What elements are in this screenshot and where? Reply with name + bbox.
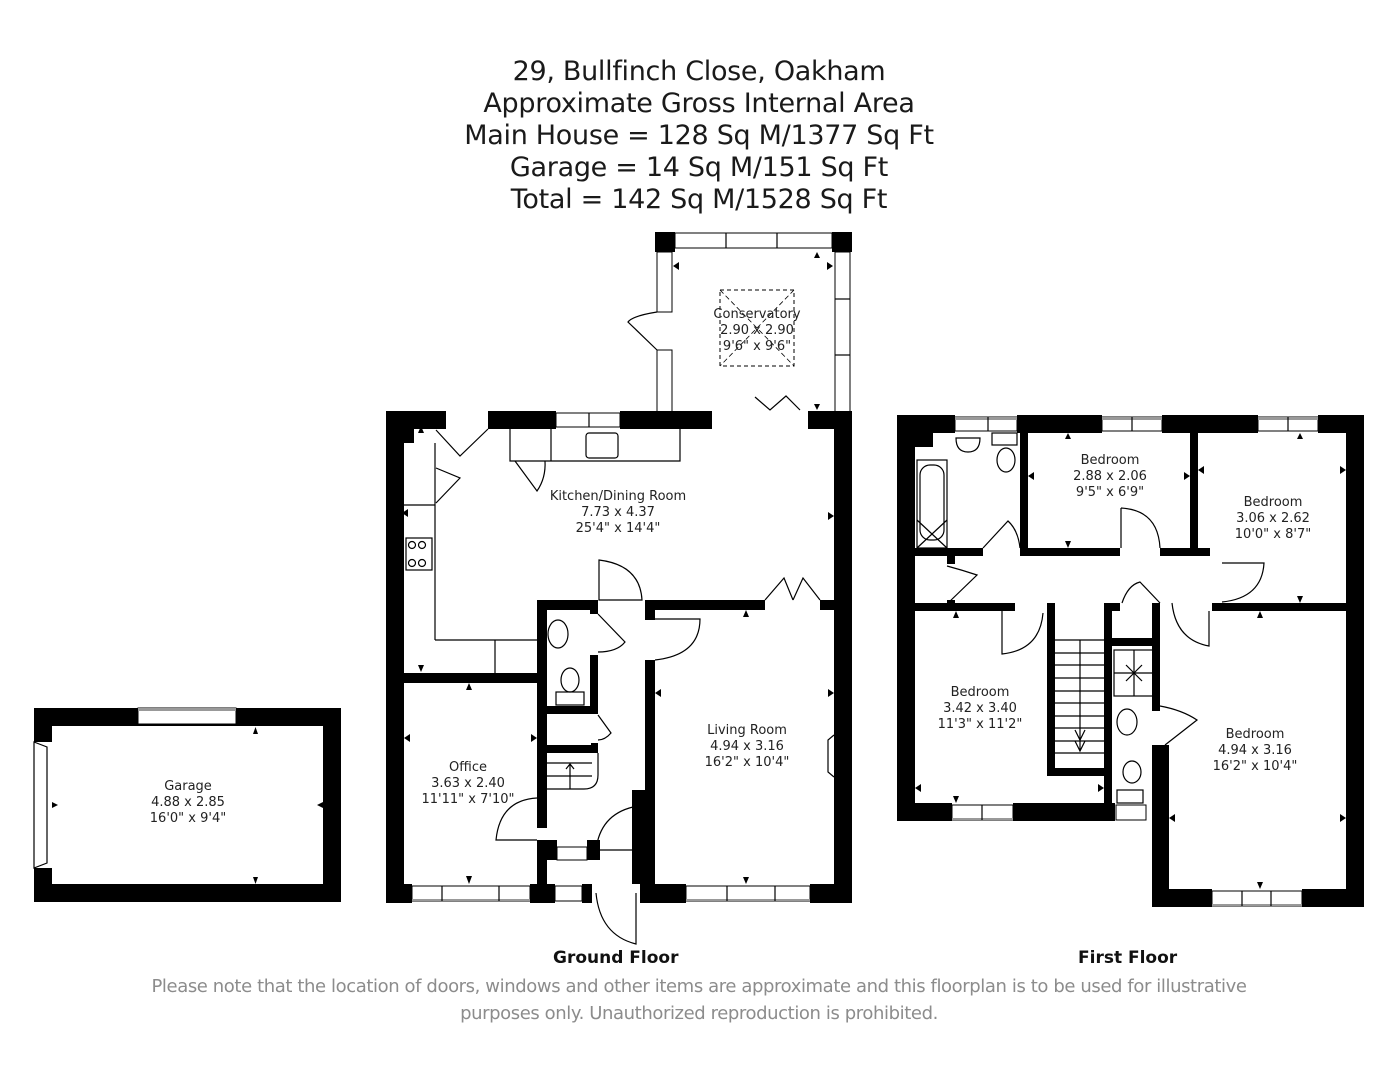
garage-label: Garage xyxy=(164,779,212,794)
kitchen-imperial: 25'4" x 14'4" xyxy=(576,521,661,536)
garage-imperial: 16'0" x 9'4" xyxy=(150,811,226,826)
disclaimer-line-1: Please note that the location of doors, … xyxy=(151,976,1247,997)
conservatory-imperial: 9'6" x 9'6" xyxy=(723,339,791,354)
kitchen-label: Kitchen/Dining Room xyxy=(550,489,686,504)
garage-plan xyxy=(33,707,341,902)
bedroom-sw-imperial: 11'3" x 11'2" xyxy=(938,717,1023,732)
bedroom-ne-metric: 3.06 x 2.62 xyxy=(1236,511,1310,526)
ground-floor-label: Ground Floor xyxy=(553,948,679,968)
bedroom-sw-label: Bedroom xyxy=(951,685,1010,700)
bedroom-small-label: Bedroom xyxy=(1081,453,1140,468)
first-floor-label: First Floor xyxy=(1078,948,1178,968)
garage-area: Garage = 14 Sq M/151 Sq Ft xyxy=(509,152,889,183)
total-area: Total = 142 Sq M/1528 Sq Ft xyxy=(510,184,888,215)
bedroom-ne-imperial: 10'0" x 8'7" xyxy=(1235,527,1311,542)
main-house-area: Main House = 128 Sq M/1377 Sq Ft xyxy=(464,120,934,151)
garage-metric: 4.88 x 2.85 xyxy=(151,795,225,810)
office-imperial: 11'11" x 7'10" xyxy=(422,792,515,807)
property-address: 29, Bullfinch Close, Oakham xyxy=(512,56,886,87)
office-metric: 3.63 x 2.40 xyxy=(431,776,505,791)
bedroom-small-imperial: 9'5" x 6'9" xyxy=(1076,485,1144,500)
area-subtitle: Approximate Gross Internal Area xyxy=(483,88,915,119)
bedroom-sw-metric: 3.42 x 3.40 xyxy=(943,701,1017,716)
living-room-imperial: 16'2" x 10'4" xyxy=(705,755,790,770)
bedroom-se-imperial: 16'2" x 10'4" xyxy=(1213,759,1298,774)
title-block: 29, Bullfinch Close, Oakham Approximate … xyxy=(0,56,1398,216)
living-room-metric: 4.94 x 3.16 xyxy=(710,739,784,754)
living-room-label: Living Room xyxy=(707,723,787,738)
bedroom-ne-label: Bedroom xyxy=(1244,495,1303,510)
office-label: Office xyxy=(449,760,487,775)
first-floor-plan xyxy=(897,415,1364,907)
conservatory-label: Conservatory xyxy=(713,307,800,322)
bedroom-small-metric: 2.88 x 2.06 xyxy=(1073,469,1147,484)
bedroom-se-metric: 4.94 x 3.16 xyxy=(1218,743,1292,758)
kitchen-metric: 7.73 x 4.37 xyxy=(581,505,655,520)
conservatory-metric: 2.90 x 2.90 xyxy=(720,323,794,338)
disclaimer: Please note that the location of doors, … xyxy=(0,973,1398,1027)
ground-floor-plan xyxy=(386,232,852,945)
bedroom-se-label: Bedroom xyxy=(1226,727,1285,742)
disclaimer-line-2: purposes only. Unauthorized reproduction… xyxy=(460,1003,938,1024)
